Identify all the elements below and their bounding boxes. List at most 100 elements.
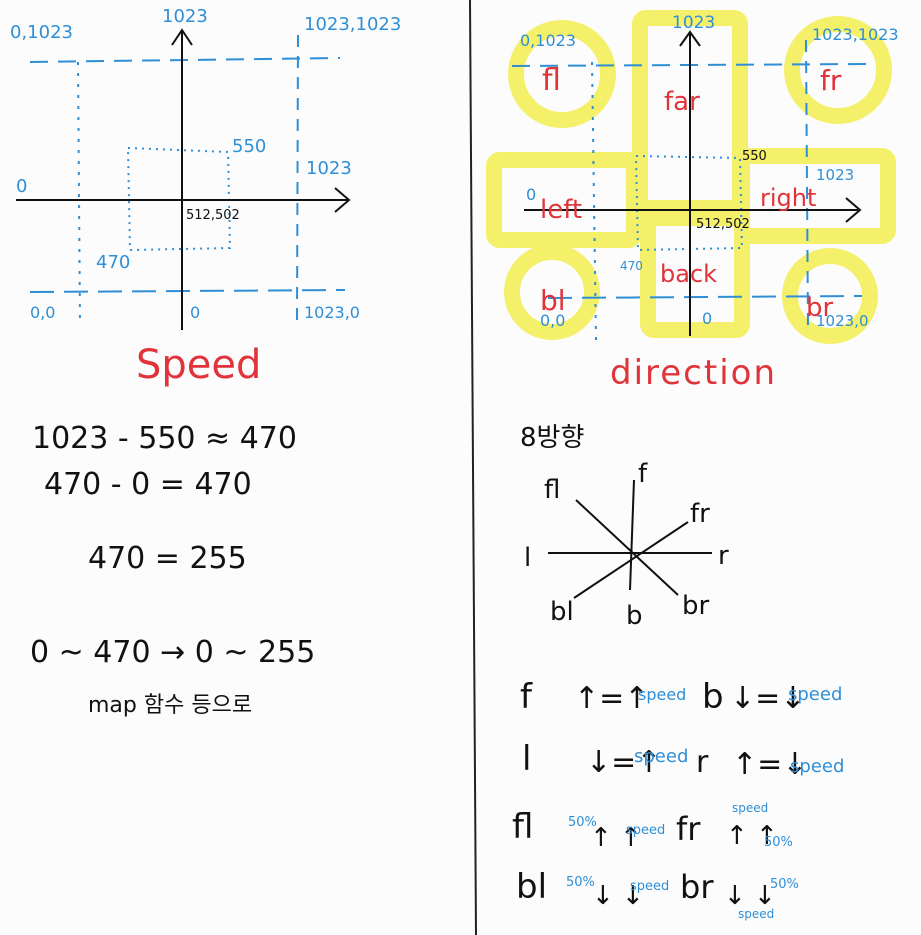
rule-b-dir: b [702, 677, 724, 717]
math-line-2: 470 - 0 = 470 [44, 467, 252, 502]
direction-label-center: 512,502 [696, 217, 750, 232]
speed-title: Speed [136, 342, 261, 388]
zone-left-highlight [486, 152, 642, 248]
eight-direction-diagram: 8방향 f fl fr l r bl b br [520, 423, 729, 631]
speed-y-arrow-icon [171, 28, 193, 46]
rule-bl-dir: bl [516, 867, 547, 907]
speed-graph: 0,1023 1023 1023,1023 550 0 1023 512,502… [10, 6, 401, 388]
speed-left-line [77, 61, 81, 326]
rule-bl-note: speed [630, 879, 669, 894]
zone-left-label: left [540, 195, 582, 225]
direction-graph: 0,1023 1023 1023,1023 550 1023 512,502 4… [486, 10, 899, 393]
direction-label-br: 1023,0 [816, 312, 869, 330]
direction-label-bl: 0,0 [540, 311, 565, 330]
rule-f-motors: ↑=↑ [574, 681, 649, 716]
dir-f-label: f [638, 459, 648, 489]
speed-label-550: 550 [232, 136, 266, 157]
dir-line-fl-br [575, 499, 679, 596]
rule-f-dir: f [520, 677, 533, 717]
direction-x-arrow-icon [845, 197, 862, 223]
dir-l-label: l [524, 543, 531, 573]
rule-fl-note: speed [626, 823, 665, 838]
rule-l-dir: l [522, 739, 531, 779]
dir-line-fr-bl [573, 521, 689, 599]
direction-deadzone-box [635, 155, 744, 252]
direction-label-r1023: 1023 [816, 166, 854, 184]
rule-br-dir: br [680, 868, 714, 906]
speed-label-tl: 0,1023 [10, 22, 73, 43]
rule-fl-dir: fl [512, 807, 533, 847]
rule-br-pct: 50% [770, 877, 799, 892]
zone-br-label: br [806, 293, 834, 323]
math-line-4: 0 ~ 470 → 0 ~ 255 [30, 635, 315, 670]
rule-r-note: speed [790, 756, 844, 777]
motor-rules: f ↑=↑ speed b ↓=↓ speed l ↓=↑ speed r ↑=… [512, 677, 844, 921]
zone-right-highlight [734, 148, 896, 244]
rule-b-note: speed [788, 684, 842, 705]
dir-bl-label: bl [550, 597, 574, 627]
dir-b-label: b [626, 601, 643, 631]
speed-label-470: 470 [96, 252, 130, 273]
direction-y-arrow-icon [679, 30, 701, 47]
direction-min-line [547, 295, 863, 299]
math-notes: 1023 - 550 ≈ 470 470 - 0 = 470 470 = 255… [30, 421, 315, 718]
rule-l-motors: ↓=↑ [586, 745, 661, 780]
zone-bl-highlight [504, 244, 600, 340]
direction-label-470: 470 [620, 259, 643, 273]
math-line-5: map 함수 등으로 [88, 693, 252, 718]
direction-left-line [591, 61, 597, 341]
rule-bl-arrows: ↓ ↓ [592, 881, 644, 911]
zone-fl-label: fl [542, 63, 561, 98]
rule-bl-pct: 50% [566, 875, 595, 890]
zone-bl-label: bl [540, 284, 566, 317]
speed-right-line [296, 34, 299, 326]
rule-fr-dir: fr [676, 810, 701, 848]
direction-right-line [805, 39, 809, 331]
rule-b-motors: ↓=↓ [730, 681, 805, 716]
direction-label-top: 1023 [672, 13, 715, 33]
rule-br-note: speed [738, 907, 774, 921]
eight-dir-heading: 8방향 [520, 423, 584, 453]
dir-fl-label: fl [544, 475, 560, 505]
direction-label-tr: 1023,1023 [812, 25, 899, 44]
zone-fl-highlight [508, 20, 616, 128]
rule-l-note: speed [634, 746, 688, 767]
direction-label-bottom0: 0 [702, 309, 712, 328]
speed-label-tr: 1023,1023 [304, 14, 401, 35]
zone-back-label: back [660, 260, 717, 288]
speed-min-line [29, 289, 346, 293]
rule-r-dir: r [696, 745, 709, 780]
dir-r-label: r [718, 541, 729, 571]
speed-label-top: 1023 [162, 6, 208, 27]
speed-x-arrow-icon [334, 187, 351, 213]
speed-label-bottom0: 0 [190, 303, 200, 322]
zone-fr-label: fr [820, 64, 842, 97]
rule-f-note: speed [638, 685, 686, 704]
dir-br-label: br [682, 591, 710, 621]
speed-label-center: 512,502 [186, 208, 240, 223]
direction-label-tl: 0,1023 [520, 31, 576, 50]
dir-fr-label: fr [690, 499, 710, 529]
dir-line-f-b [629, 479, 635, 591]
zone-right-label: right [760, 184, 816, 212]
math-line-3: 470 = 255 [88, 541, 247, 576]
direction-title: direction [610, 353, 777, 393]
rule-br-arrows: ↓ ↓ [724, 881, 776, 911]
rule-fr-note: speed [732, 801, 768, 815]
direction-label-550: 550 [742, 149, 767, 164]
rule-fr-arrows: ↑ ↑ [726, 821, 778, 851]
rule-r-motors: ↑=↓ [732, 747, 807, 782]
speed-label-left0: 0 [16, 176, 27, 197]
speed-label-br: 1023,0 [304, 303, 360, 322]
zone-back-highlight [640, 210, 750, 338]
rule-fr-pct: 50% [764, 835, 793, 850]
page-divider [469, 0, 477, 935]
speed-deadzone-box [127, 147, 232, 252]
direction-label-left0: 0 [526, 185, 536, 204]
speed-max-line [29, 57, 341, 63]
rule-fl-pct: 50% [568, 815, 597, 830]
speed-label-r1023: 1023 [306, 158, 352, 179]
rule-fl-arrows: ↑ ↑ [590, 823, 642, 853]
zone-fr-highlight [784, 16, 892, 124]
